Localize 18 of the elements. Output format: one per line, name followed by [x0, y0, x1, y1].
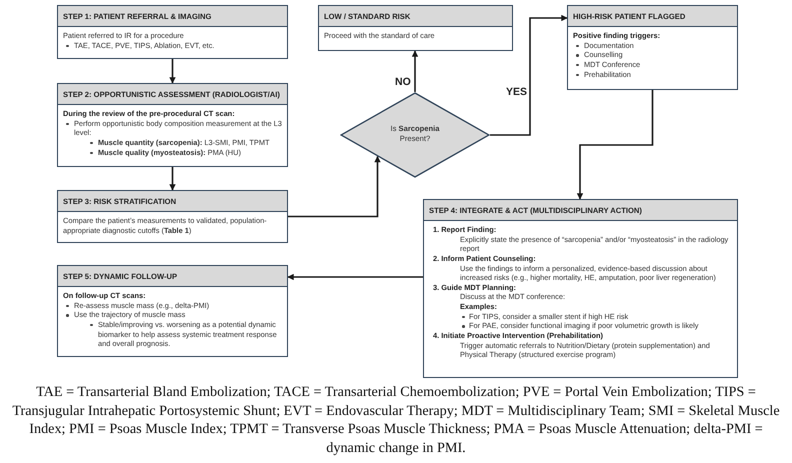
arrow — [490, 14, 568, 136]
process-box — [57, 5, 288, 59]
edge-label: YES — [505, 86, 528, 98]
arrow — [288, 156, 381, 218]
arrow — [576, 90, 654, 200]
edge-label: NO — [394, 76, 412, 88]
arrow — [169, 59, 176, 84]
arrow — [412, 50, 418, 92]
process-box — [423, 199, 738, 378]
decision-diamond — [340, 92, 490, 178]
caption: TAE = Transarterial Bland Embolization; TACE = Transarterial Chemoembolization; PVE = Portal Vein Embolization; TIPS = Transjugular Intrahepatic Portosystemic Shunt; EVT = Endovascular Therapy; MDT = Multidisciplinary Team; SMI = Skeletal Muscle Index; PMI = Psoas Muscle Index; TPMT = Transverse Psoas Muscle Thickness; PMA = Psoas Muscle Attenuation; delta-PMI = dynamic change in PMI. — [11, 383, 781, 458]
process-box — [57, 190, 288, 243]
process-box — [57, 265, 288, 357]
arrow — [287, 274, 423, 280]
process-box — [567, 5, 738, 90]
process-box — [57, 83, 288, 167]
arrow — [169, 167, 176, 191]
process-box — [318, 5, 513, 51]
